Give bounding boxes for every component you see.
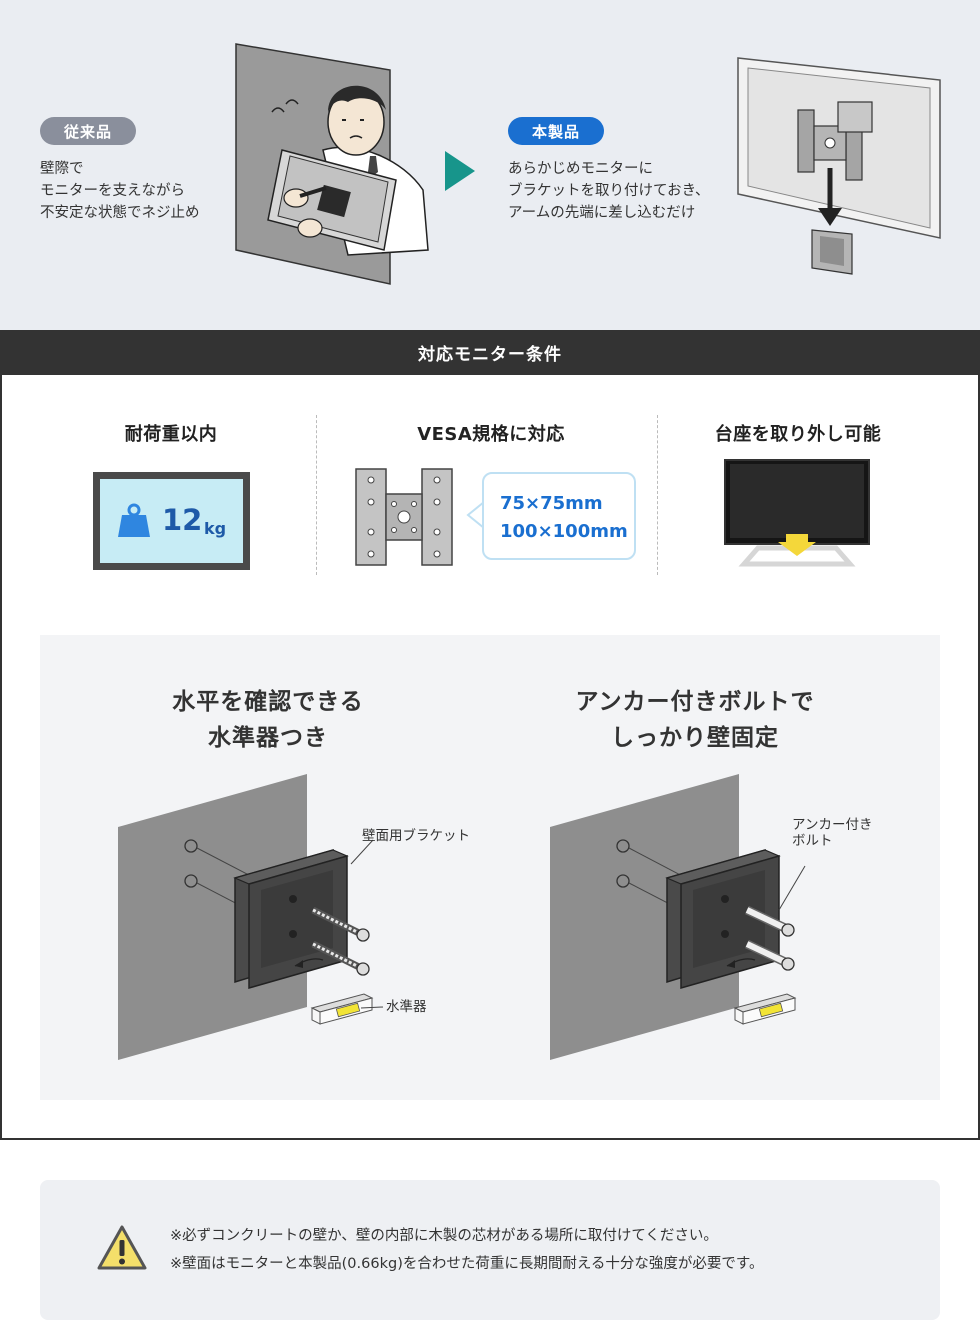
title-line: アンカー付きボルトで [575, 689, 815, 715]
level-bracket-illustration [118, 774, 384, 1060]
vesa-sizes-bubble: 75×75mm 100×100mm [482, 472, 636, 560]
load-limit-monitor: 12 kg [93, 472, 250, 570]
warning-text: ※必ずコンクリートの壁か、壁の内部に木製の芯材がある場所に取付けてください。 ※… [170, 1222, 763, 1278]
old-desc-line: 不安定な状態でネジ止め [40, 205, 200, 221]
conditions-header: 対応モニター条件 [0, 330, 980, 375]
old-desc-line: 壁際で [40, 161, 84, 177]
bracket-label: 壁面用ブラケット [362, 828, 470, 844]
warning-line: ※必ずコンクリートの壁か、壁の内部に木製の芯材がある場所に取付けてください。 [170, 1228, 718, 1244]
divider [657, 415, 658, 575]
feature-title-stand: 台座を取り外し可能 [714, 424, 882, 445]
feature-title-vesa: VESA規格に対応 [417, 424, 565, 445]
divider [316, 415, 317, 575]
level-label: 水準器 [386, 999, 427, 1015]
feature-title-load: 耐荷重以内 [124, 424, 218, 445]
vesa-plate-illustration [355, 468, 453, 566]
level-feature-title: 水平を確認できる 水準器つき [58, 684, 478, 756]
old-product-description: 壁際で モニターを支えながら 不安定な状態でネジ止め [40, 158, 200, 224]
old-desc-line: モニターを支えながら [40, 183, 185, 199]
label-line: アンカー付き [792, 817, 873, 833]
title-line: 水準器つき [208, 725, 328, 751]
new-desc-line: アームの先端に差し込むだけ [508, 205, 696, 221]
anchor-bolt-illustration [550, 774, 806, 1060]
old-method-illustration [235, 43, 429, 285]
new-product-badge: 本製品 [508, 117, 604, 145]
new-desc-line: あらかじめモニターに [508, 161, 653, 177]
weight-unit: kg [204, 519, 227, 538]
new-desc-line: ブラケットを取り付けておき、 [508, 183, 710, 199]
removable-stand-illustration [724, 459, 870, 567]
weight-icon [118, 503, 150, 537]
title-line: 水平を確認できる [172, 689, 364, 715]
anchor-feature-title: アンカー付きボルトで しっかり壁固定 [485, 684, 905, 756]
new-method-illustration [737, 57, 941, 275]
warning-box: ※必ずコンクリートの壁か、壁の内部に木製の芯材がある場所に取付けてください。 ※… [40, 1180, 940, 1320]
anchor-bolt-label: アンカー付き ボルト [792, 817, 872, 849]
warning-triangle-icon [97, 1225, 147, 1270]
vesa-size: 100×100mm [500, 521, 628, 542]
new-product-description: あらかじめモニターに ブラケットを取り付けておき、 アームの先端に差し込むだけ [508, 158, 710, 224]
old-product-badge: 従来品 [40, 117, 136, 145]
label-line: ボルト [792, 833, 833, 849]
warning-line: ※壁面はモニターと本製品(0.66kg)を合わせた荷重に長期間耐える十分な強度が… [170, 1256, 764, 1272]
title-line: しっかり壁固定 [611, 725, 779, 751]
vesa-size: 75×75mm [500, 493, 603, 514]
arrow-right-icon [445, 151, 475, 191]
weight-value: 12 [162, 503, 203, 537]
